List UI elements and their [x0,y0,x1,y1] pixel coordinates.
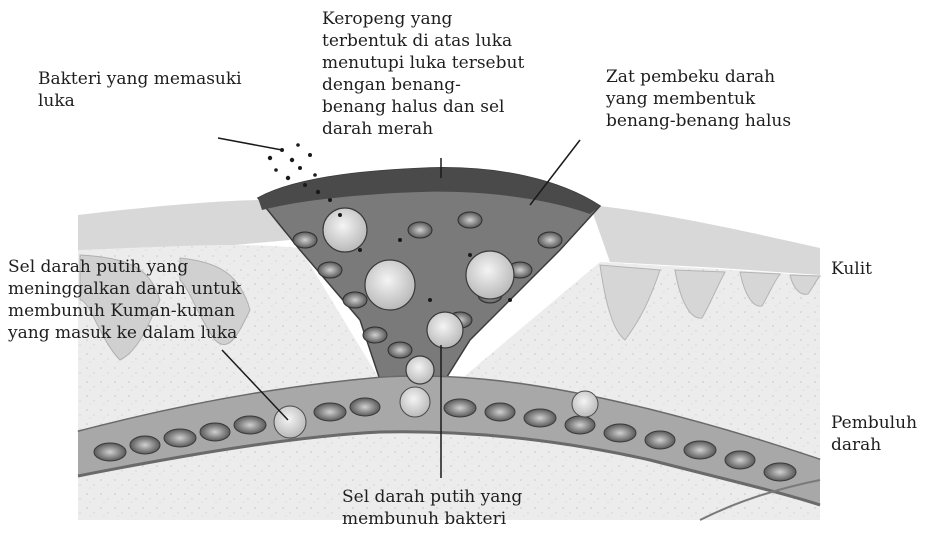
label-scab: Keropeng yang terbentuk di atas luka men… [322,8,524,140]
label-white-cells-leaving: Sel darah putih yang meninggalkan darah … [8,256,241,344]
label-clotting: Zat pembeku darah yang membentuk benang-… [606,66,791,132]
label-skin: Kulit [831,258,872,280]
label-blood-vessel: Pembuluh darah [831,412,917,456]
label-white-cells-killing: Sel darah putih yang membunuh bakteri [342,486,522,530]
label-bacteria: Bakteri yang memasuki luka [38,68,242,112]
skin-surface [78,200,290,252]
leader-bacteria [218,138,282,150]
